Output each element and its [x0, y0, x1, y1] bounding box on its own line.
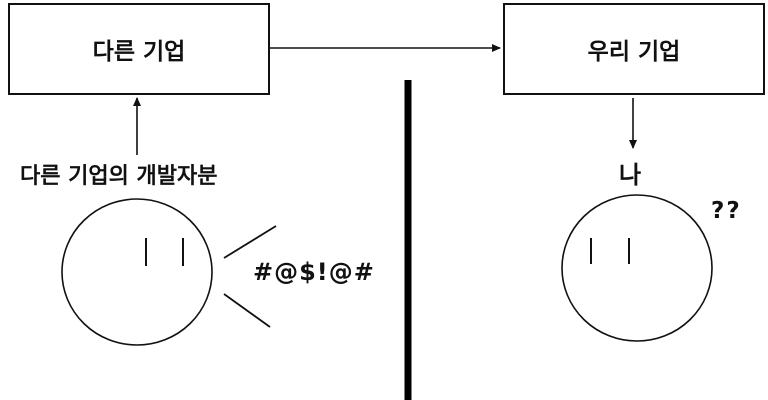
left-speech: #@$!@#	[253, 258, 375, 286]
right-caption: 나	[619, 161, 642, 189]
left-company-box: 다른 기업	[8, 3, 270, 95]
right-company-box: 우리 기업	[503, 3, 765, 95]
shout-line-bottom	[223, 293, 271, 328]
right-company-label: 우리 기업	[587, 39, 681, 65]
right-face	[561, 194, 713, 342]
left-company-label: 다른 기업	[92, 39, 186, 65]
right-speech: ??	[711, 198, 742, 224]
shout-line-top	[223, 225, 277, 259]
left-caption: 다른 기업의 개발자분	[20, 164, 218, 189]
left-face	[61, 198, 213, 346]
